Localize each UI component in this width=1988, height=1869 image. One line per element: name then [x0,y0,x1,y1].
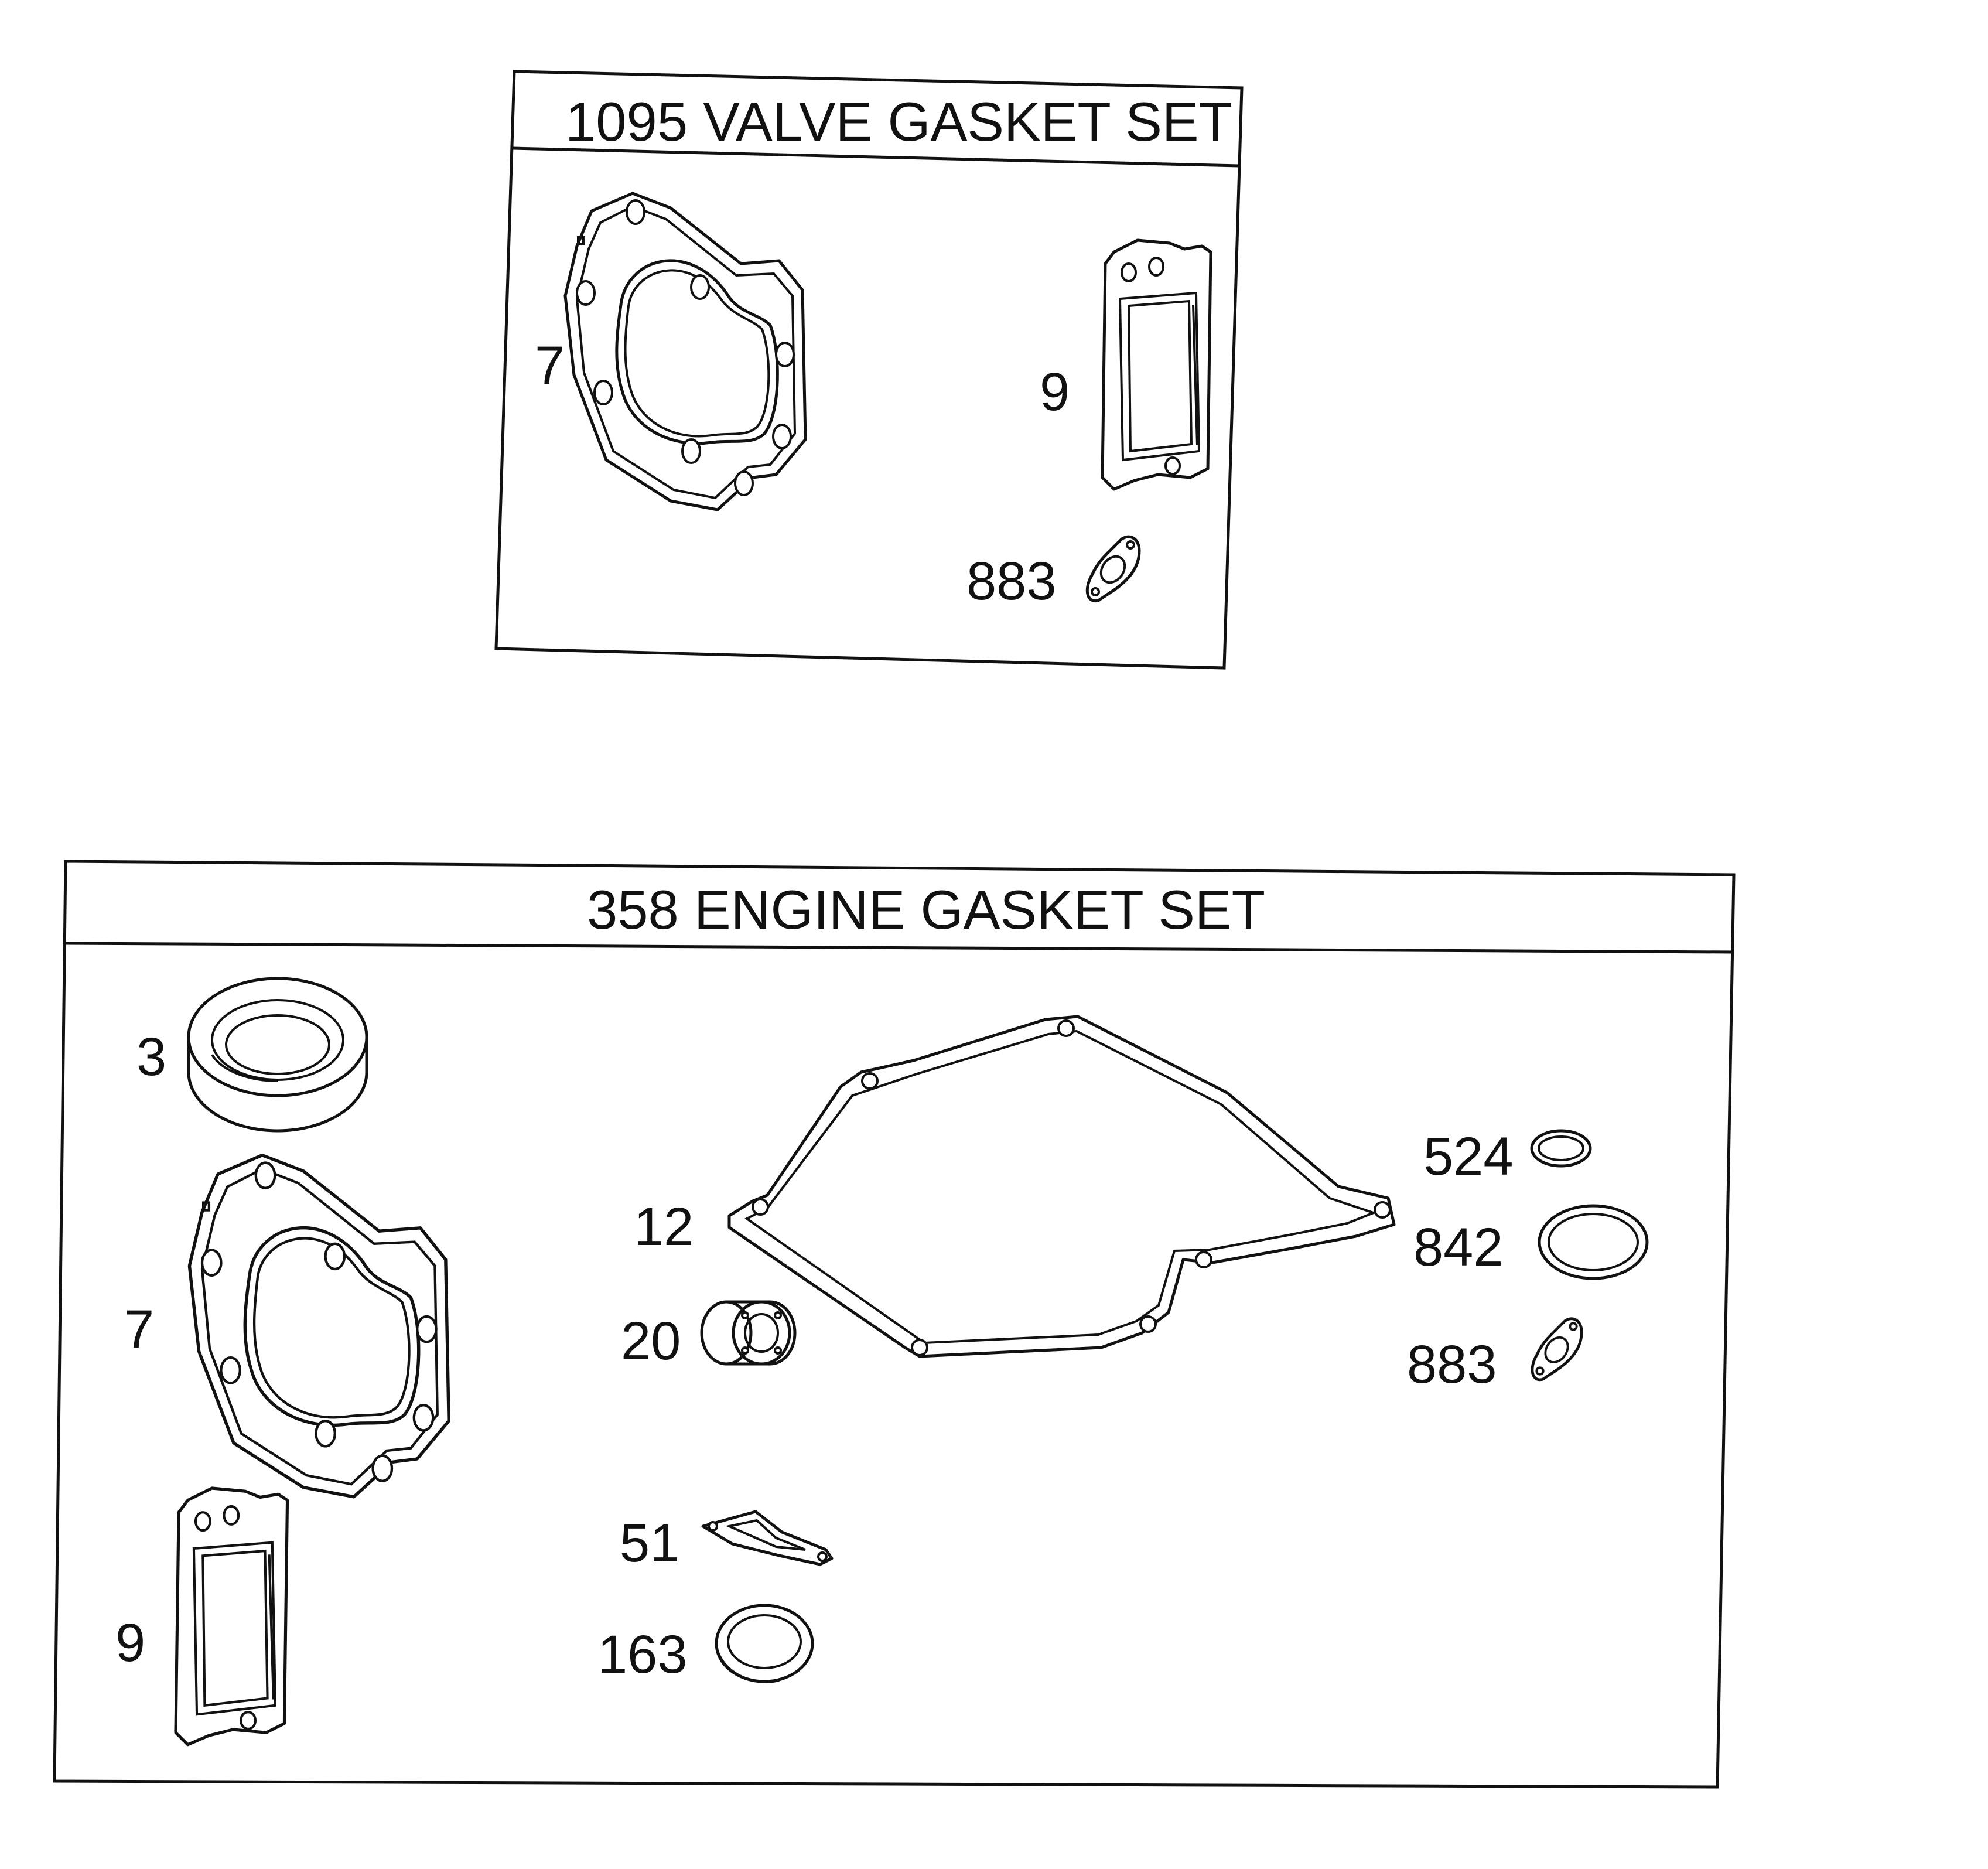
engine-set-callout-20: 20 [621,1311,681,1371]
engine-set-exhaust-gasket [701,1510,834,1566]
engine-set-callout-3: 3 [136,1027,166,1087]
engine-set-title-divider [63,942,1734,954]
engine-set-callout-12: 12 [634,1197,694,1257]
engine-set-ring-small [1530,1129,1592,1168]
engine-set-oil-seal-ring [715,1604,814,1683]
engine-set-ring-medium [1538,1204,1649,1280]
engine-set-callout-9: 9 [115,1613,145,1673]
valve-set-callout-883: 883 [966,551,1057,611]
engine-set-callout-163: 163 [597,1625,688,1684]
valve-set-callout-9: 9 [1040,362,1070,422]
valve-set-callout-7: 7 [535,336,565,395]
engine-set-callout-51: 51 [620,1513,679,1573]
engine-set-callout-842: 842 [1413,1217,1504,1277]
valve-gasket-set-panel: 1095 VALVE GASKET SET 7 9 883 [494,70,1244,670]
valve-set-title-divider [511,146,1241,168]
engine-gasket-set-panel: 358 ENGINE GASKET SET [53,860,1736,1789]
valve-set-title: 1095 VALVE GASKET SET [565,91,1232,152]
engine-set-callout-883: 883 [1407,1335,1497,1394]
engine-set-callout-7: 7 [124,1300,154,1359]
engine-set-title: 358 ENGINE GASKET SET [587,879,1265,940]
engine-set-seal-large [187,977,368,1133]
engine-set-crankcase-gasket [727,1015,1396,1358]
engine-set-seal-small [700,1300,797,1366]
engine-set-callout-524: 524 [1423,1127,1514,1186]
